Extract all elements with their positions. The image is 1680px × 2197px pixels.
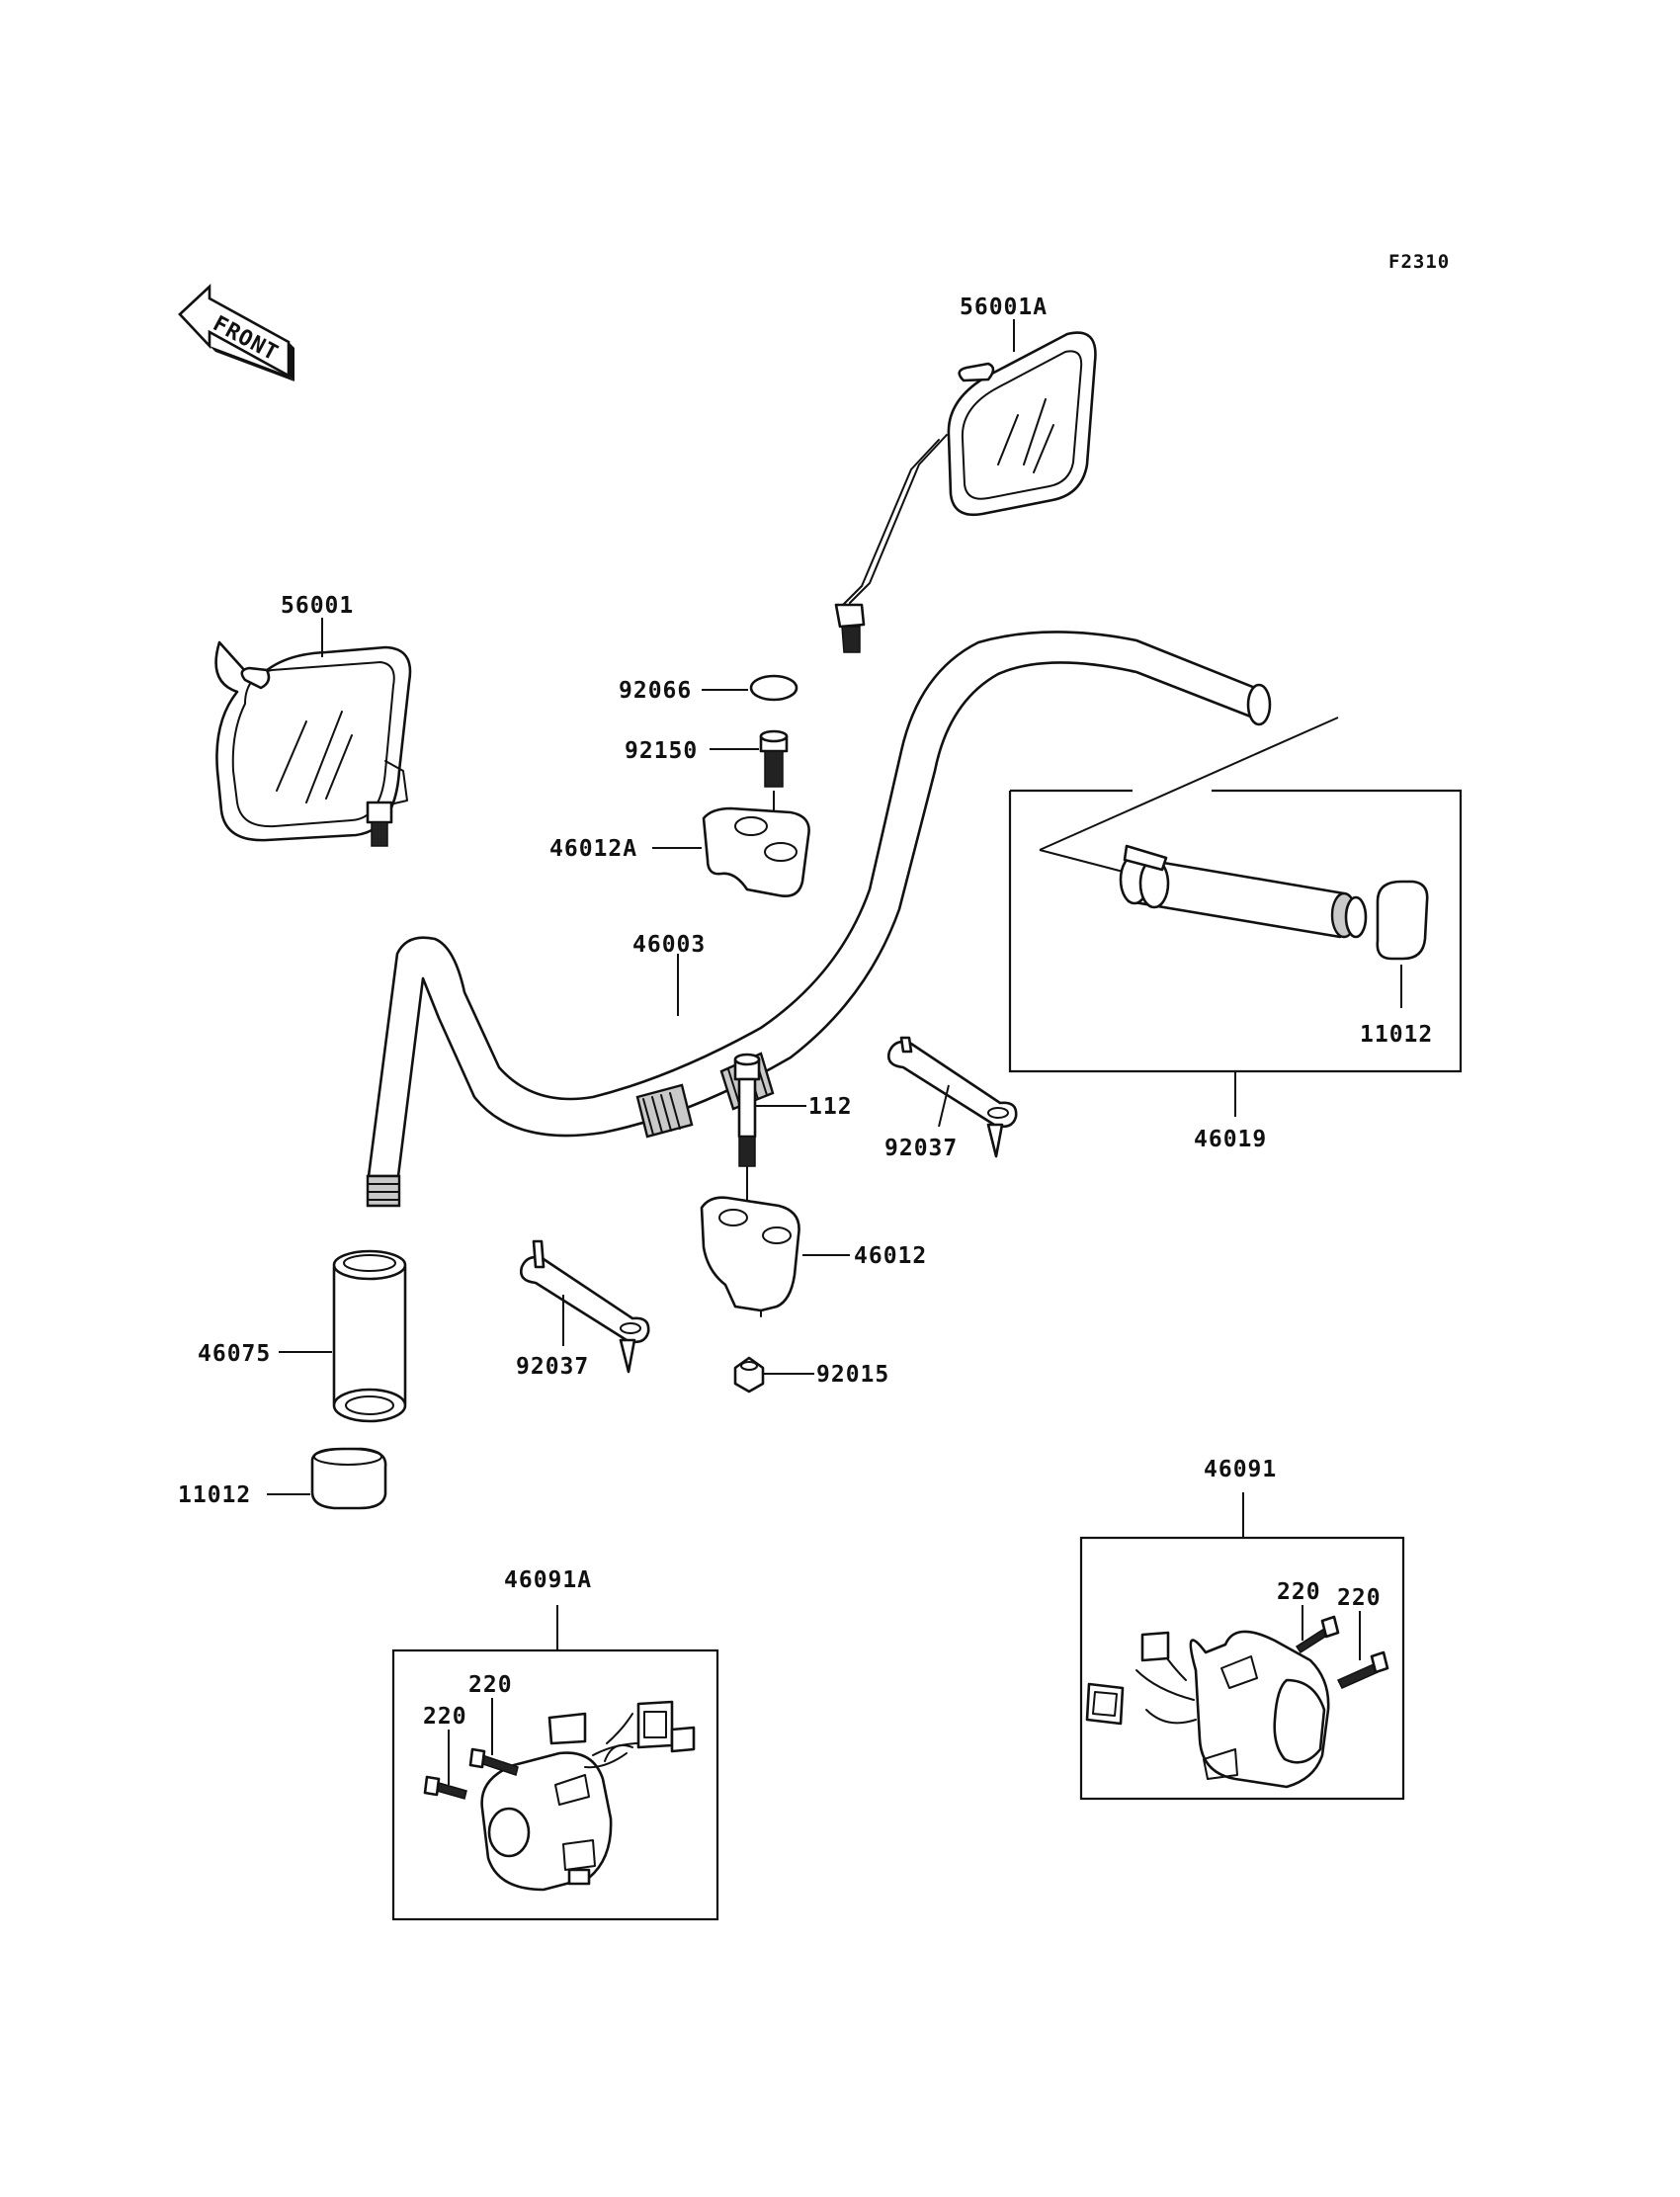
front-arrow-icon: FRONT — [178, 284, 294, 381]
bolt-long — [733, 1053, 761, 1167]
switch-left — [480, 1700, 696, 1892]
label-clamp-right: 92037 — [884, 1136, 958, 1161]
label-end-cap-right: 11012 — [1360, 1022, 1433, 1048]
label-nut: 92015 — [816, 1362, 889, 1388]
switch-right-screw-b — [1336, 1650, 1389, 1689]
holder-upper — [702, 806, 810, 897]
label-holder-upper: 46012A — [549, 836, 637, 862]
bolt-upper — [759, 729, 789, 788]
mirror-left — [214, 640, 412, 847]
switch-left-screw-b — [423, 1775, 467, 1800]
holder-lower — [700, 1196, 800, 1317]
grip-left — [332, 1249, 407, 1423]
switch-left-box — [391, 1648, 719, 1921]
clamp-left — [520, 1239, 650, 1374]
mirror-right — [834, 331, 1097, 653]
label-bolt-upper: 92150 — [625, 738, 698, 764]
label-switch-right: 46091 — [1204, 1457, 1277, 1482]
label-holder-lower: 46012 — [854, 1243, 927, 1269]
label-mirror-left: 56001 — [281, 593, 354, 619]
label-switch-left-screw-b: 220 — [423, 1704, 467, 1730]
label-switch-left: 46091A — [504, 1567, 592, 1593]
label-cap: 92066 — [619, 678, 692, 704]
switch-right-screw-a — [1295, 1615, 1340, 1654]
label-end-cap-left: 11012 — [178, 1482, 251, 1508]
label-switch-right-screw-a: 220 — [1277, 1579, 1321, 1605]
label-bolt-long: 112 — [808, 1094, 853, 1120]
label-switch-right-screw-b: 220 — [1337, 1585, 1382, 1611]
throttle-grip-assy — [1008, 717, 1463, 1073]
cap — [749, 674, 798, 702]
nut — [733, 1356, 765, 1394]
end-cap-left — [310, 1447, 387, 1510]
label-grip-left: 46075 — [198, 1341, 271, 1367]
label-throttle-grip-assy: 46019 — [1194, 1127, 1267, 1152]
switch-right — [1085, 1630, 1330, 1789]
label-mirror-right: 56001A — [960, 295, 1048, 320]
label-clamp-left: 92037 — [516, 1354, 589, 1380]
switch-left-screw-a — [468, 1747, 519, 1776]
clamp-right — [887, 1036, 1018, 1158]
label-switch-left-screw-a: 220 — [468, 1672, 513, 1698]
figure-code: F2310 — [1388, 251, 1450, 273]
label-handlebar: 46003 — [632, 932, 706, 958]
